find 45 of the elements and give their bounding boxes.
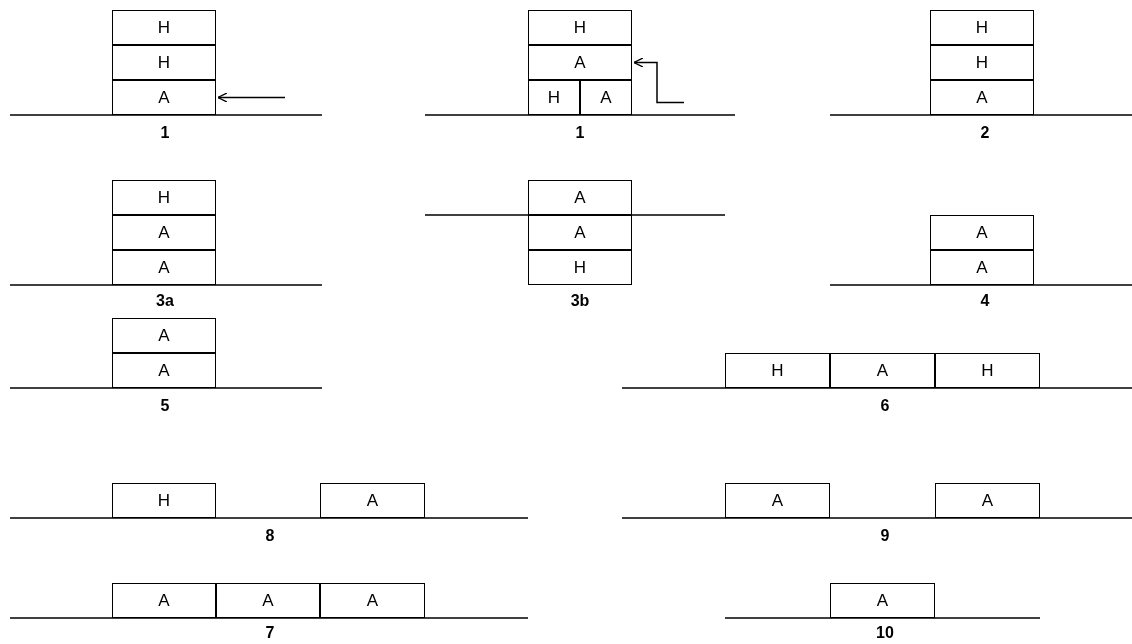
figure-number: 3a <box>156 292 174 310</box>
block: A <box>930 250 1034 285</box>
figure-number: 7 <box>265 624 275 642</box>
figure-number: 3b <box>570 292 590 310</box>
figure-number: 1 <box>575 124 585 142</box>
block: H <box>930 10 1034 45</box>
block: A <box>112 250 216 285</box>
block: H <box>528 80 580 115</box>
block: A <box>112 583 216 618</box>
block: H <box>112 483 216 518</box>
block: H <box>528 10 632 45</box>
block: A <box>580 80 632 115</box>
figure-number: 5 <box>160 397 170 415</box>
block: A <box>935 483 1040 518</box>
block: A <box>725 483 830 518</box>
block: A <box>930 215 1034 250</box>
block: H <box>112 180 216 215</box>
block: A <box>830 353 935 388</box>
figure-number: 2 <box>980 124 990 142</box>
figure-number: 4 <box>980 292 990 310</box>
block: A <box>528 45 632 80</box>
block: H <box>935 353 1040 388</box>
block: A <box>112 80 216 115</box>
figure-number: 9 <box>880 527 890 545</box>
arrow <box>633 57 685 104</box>
block: A <box>830 583 935 618</box>
block: H <box>725 353 830 388</box>
block: A <box>320 583 425 618</box>
block: A <box>528 180 632 215</box>
block: H <box>112 45 216 80</box>
block: A <box>528 215 632 250</box>
arrow <box>217 92 286 103</box>
block: A <box>112 318 216 353</box>
block: A <box>216 583 320 618</box>
figure-number: 8 <box>265 527 275 545</box>
figure-number: 1 <box>160 124 170 142</box>
figure-number: 10 <box>876 624 894 642</box>
figure-number: 6 <box>880 397 890 415</box>
block: A <box>320 483 425 518</box>
block: A <box>112 215 216 250</box>
block: H <box>528 250 632 285</box>
block: A <box>112 353 216 388</box>
block: A <box>930 80 1034 115</box>
block: H <box>930 45 1034 80</box>
block: H <box>112 10 216 45</box>
